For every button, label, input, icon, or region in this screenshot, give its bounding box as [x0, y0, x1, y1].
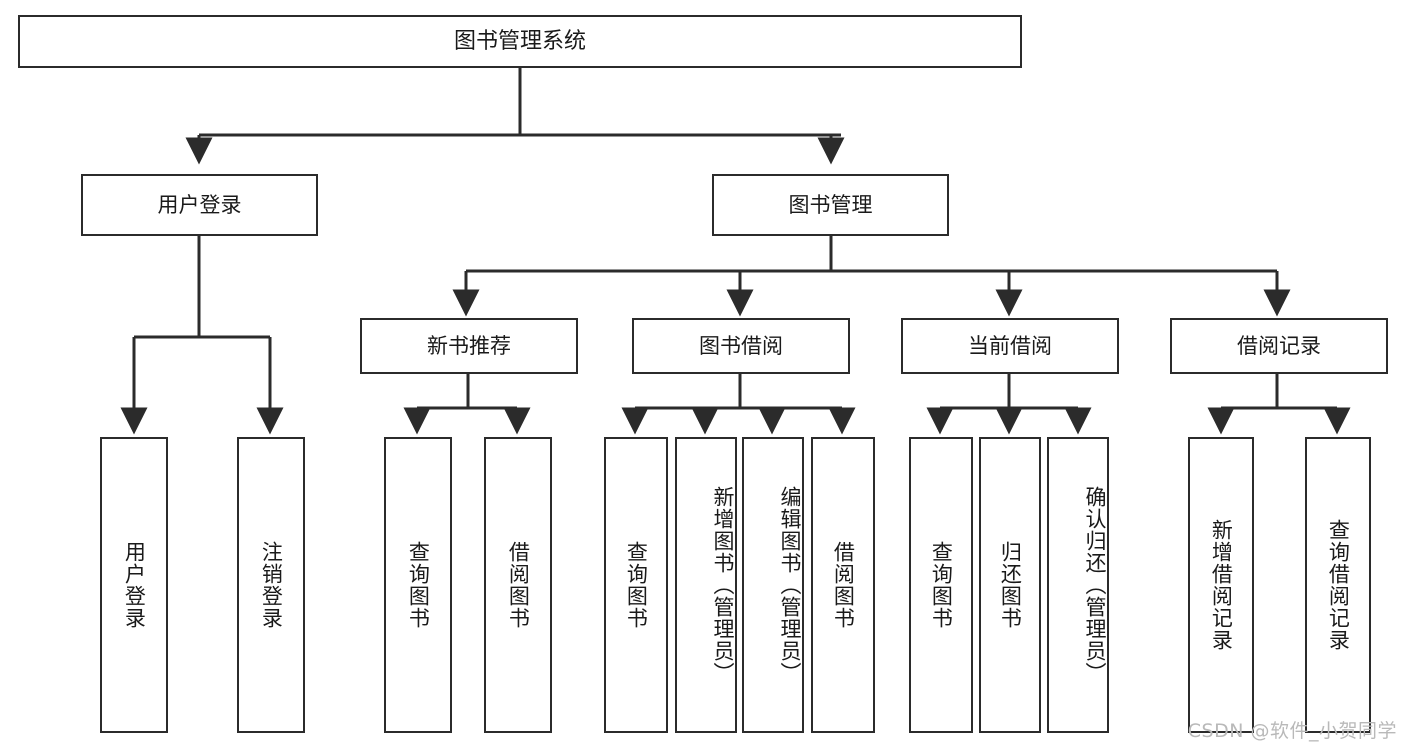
node-current-borrow-label: 当前借阅: [968, 333, 1052, 358]
leaf-book-borrow-borrow[interactable]: 借阅图书: [811, 437, 875, 733]
node-root[interactable]: 图书管理系统: [18, 15, 1022, 68]
node-new-book-recommend[interactable]: 新书推荐: [360, 318, 578, 374]
leaf-current-borrow-confirm[interactable]: 确认归还（管理员）: [1047, 437, 1109, 733]
leaf-label: 借阅图书: [831, 541, 856, 629]
leaf-label: 借阅图书: [506, 541, 531, 629]
leaf-label: 查询图书: [406, 541, 431, 629]
leaf-user-login-logout[interactable]: 注销登录: [237, 437, 305, 733]
leaf-book-borrow-add[interactable]: 新增图书（管理员）: [675, 437, 737, 733]
leaf-label: 查询图书: [624, 541, 649, 629]
node-new-book-recommend-label: 新书推荐: [427, 333, 511, 358]
leaf-book-borrow-query[interactable]: 查询图书: [604, 437, 668, 733]
node-book-borrow[interactable]: 图书借阅: [632, 318, 850, 374]
node-root-label: 图书管理系统: [453, 28, 586, 54]
leaf-new-book-borrow[interactable]: 借阅图书: [484, 437, 552, 733]
leaf-current-borrow-return[interactable]: 归还图书: [979, 437, 1041, 733]
leaf-label: 编辑图书（管理员）: [778, 486, 802, 684]
node-user-login-label: 用户登录: [157, 192, 242, 217]
leaf-book-borrow-edit[interactable]: 编辑图书（管理员）: [742, 437, 804, 733]
node-current-borrow[interactable]: 当前借阅: [901, 318, 1119, 374]
node-user-login[interactable]: 用户登录: [81, 174, 318, 236]
leaf-label: 新增借阅记录: [1209, 519, 1234, 651]
node-book-management-label: 图书管理: [788, 192, 873, 217]
leaf-new-book-query[interactable]: 查询图书: [384, 437, 452, 733]
leaf-label: 注销登录: [259, 541, 284, 629]
leaf-label: 查询借阅记录: [1326, 519, 1351, 651]
leaf-label: 确认归还（管理员）: [1083, 486, 1107, 684]
leaf-label: 查询图书: [929, 541, 954, 629]
leaf-current-borrow-query[interactable]: 查询图书: [909, 437, 973, 733]
watermark: CSDN @软件_小贺同学: [1187, 720, 1397, 742]
node-book-borrow-label: 图书借阅: [699, 333, 783, 358]
leaf-borrow-record-query[interactable]: 查询借阅记录: [1305, 437, 1371, 733]
node-borrow-record[interactable]: 借阅记录: [1170, 318, 1388, 374]
node-borrow-record-label: 借阅记录: [1237, 333, 1321, 358]
leaf-user-login-login[interactable]: 用户登录: [100, 437, 168, 733]
node-book-management[interactable]: 图书管理: [712, 174, 949, 236]
leaf-label: 归还图书: [998, 541, 1023, 629]
leaf-label: 用户登录: [122, 541, 147, 629]
leaf-borrow-record-add[interactable]: 新增借阅记录: [1188, 437, 1254, 733]
leaf-label: 新增图书（管理员）: [711, 486, 735, 684]
